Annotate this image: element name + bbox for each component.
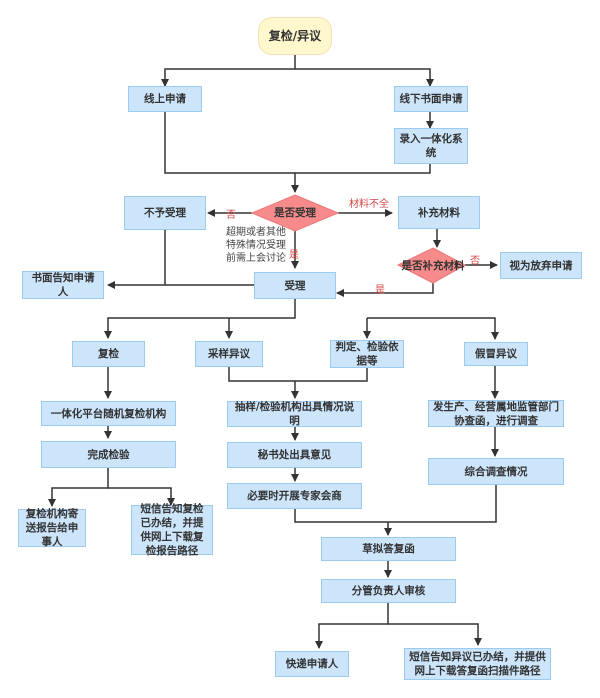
node-sampling-objection[interactable]: 采样异议 xyxy=(195,341,263,367)
node-explain[interactable]: 抽样/检验机构出具情况说明 xyxy=(227,401,362,427)
edge-start-offline xyxy=(295,68,434,87)
node-enter-system[interactable]: 录入一体化系统 xyxy=(394,128,468,164)
node-accept[interactable]: 受理 xyxy=(254,272,336,299)
edge-split-counterfeit xyxy=(367,317,499,340)
edge-sampling-merge xyxy=(228,366,368,382)
node-random-agency[interactable]: 一体化平台随机复检机构 xyxy=(41,401,176,426)
node-sms-recheck[interactable]: 短信告知复检已办结，并提供网上下载复检报告路径 xyxy=(131,503,213,557)
start-node[interactable]: 复检/异议 xyxy=(258,17,332,55)
edge-complete-split xyxy=(48,467,109,507)
edge-label-yes: 是 xyxy=(289,250,299,261)
edge-decision2-accept xyxy=(336,283,434,297)
decision-supplement[interactable]: 是否补充材料 xyxy=(401,259,465,272)
node-draft-reply[interactable]: 草拟答复函 xyxy=(321,537,456,561)
node-supplement[interactable]: 补充材料 xyxy=(398,196,480,229)
node-leader-review[interactable]: 分管负责人审核 xyxy=(321,579,456,603)
edge-label-materials-incomplete: 材料不全 xyxy=(349,199,389,210)
node-counterfeit-objection[interactable]: 假冒异议 xyxy=(464,342,528,366)
edge-expert-merge xyxy=(294,484,497,523)
node-expert-meeting[interactable]: 必要时开展专家会商 xyxy=(227,483,362,509)
edge-label-yes-2: 是 xyxy=(375,285,385,296)
node-secretariat[interactable]: 秘书处出具意见 xyxy=(227,442,362,468)
node-express[interactable]: 快递申请人 xyxy=(275,651,349,677)
edge-label-no-2: 否 xyxy=(470,256,480,267)
node-notify-written[interactable]: 书面告知申请人 xyxy=(22,271,104,299)
node-online-application[interactable]: 线上申请 xyxy=(128,86,202,112)
node-investigation-letter[interactable]: 发生产、经营属地监管部门协查函，进行调查 xyxy=(428,400,564,427)
decision-supplement-shape xyxy=(396,247,467,284)
node-agency-mail[interactable]: 复检机构寄送报告给申事人 xyxy=(18,508,86,548)
node-complete-test[interactable]: 完成检验 xyxy=(41,441,176,468)
annotation-overdue: 超期或者其他特殊情况受理前需上会讨论 xyxy=(226,227,286,264)
node-abandon[interactable]: 视为放弃申请 xyxy=(500,252,582,279)
edge-start-split xyxy=(161,55,296,87)
edge-enter-merge xyxy=(291,164,431,193)
node-reject[interactable]: 不予受理 xyxy=(124,196,206,230)
node-recheck[interactable]: 复检 xyxy=(72,341,145,367)
edge-label-no: 否 xyxy=(226,210,236,221)
node-judgement-basis[interactable]: 判定、检验依据等 xyxy=(330,340,404,368)
decision-accept[interactable]: 是否受理 xyxy=(274,206,316,219)
edge-complete-sms xyxy=(108,487,175,506)
edge-review-sms xyxy=(388,623,482,646)
node-summary-investigation[interactable]: 综合调查情况 xyxy=(428,458,564,485)
node-offline-application[interactable]: 线下书面申请 xyxy=(394,86,468,112)
edge-review-split xyxy=(315,602,389,649)
node-sms-objection[interactable]: 短信告知异议已办结，并提供网上下载答复函扫描件路径 xyxy=(404,648,551,680)
edge-online-merge xyxy=(164,111,295,174)
edge-accept-split xyxy=(104,298,296,339)
decision-accept-shape xyxy=(250,194,340,232)
